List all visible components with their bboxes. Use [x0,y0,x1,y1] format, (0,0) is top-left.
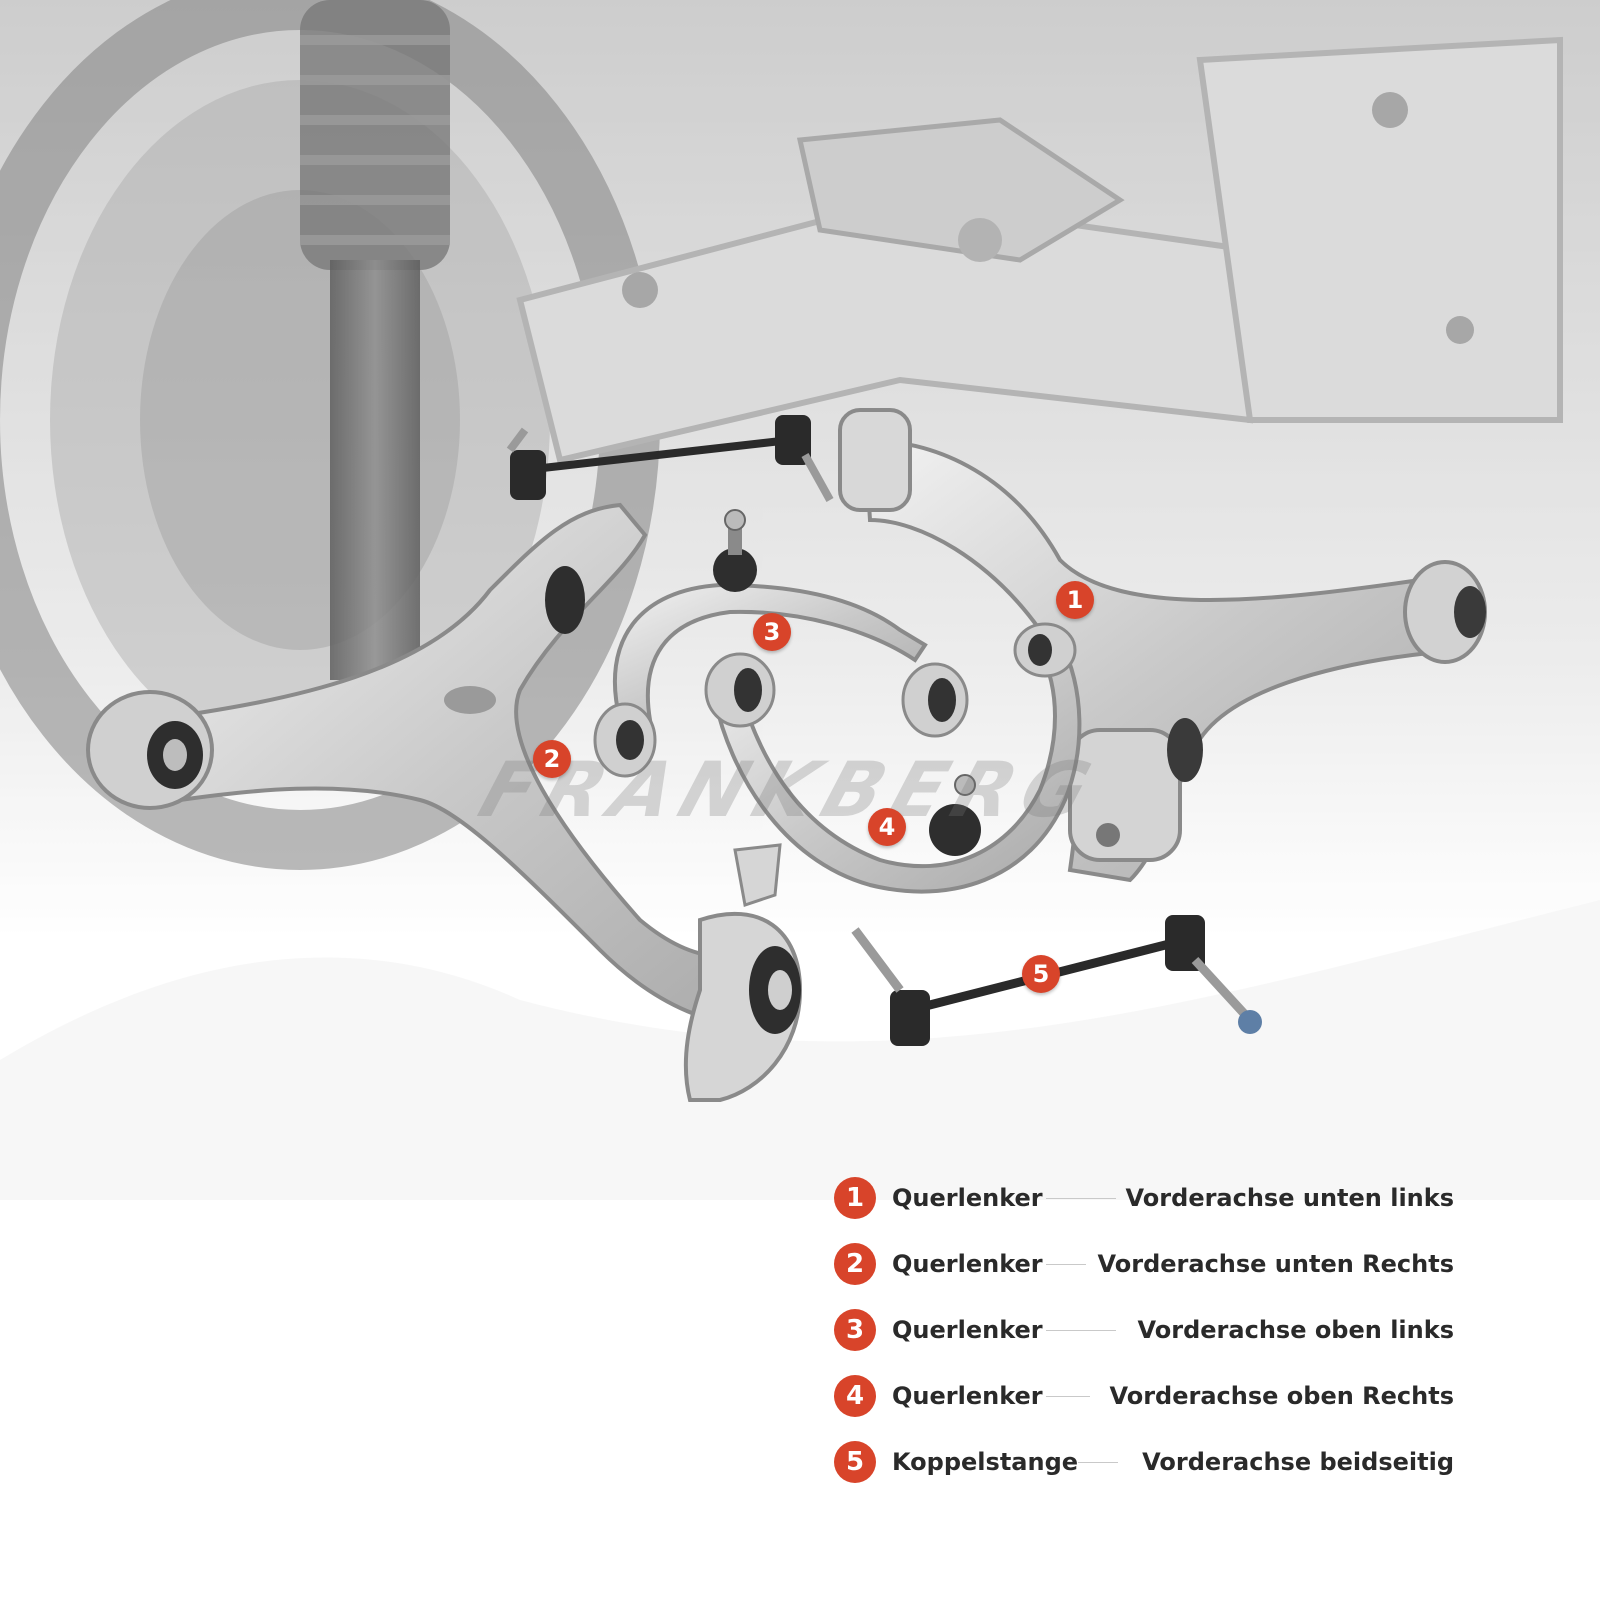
legend-part-name: Querlenker [892,1382,1043,1410]
legend-position: Vorderachse unten links [1125,1184,1454,1212]
legend-row: 1 Querlenker Vorderachse unten links [834,1177,1454,1221]
legend-connector-line [1046,1330,1116,1331]
part-marker-3: 3 [753,613,791,651]
legend-row: 4 Querlenker Vorderachse oben Rechts [834,1375,1454,1419]
part-marker-5: 5 [1022,955,1060,993]
legend-position: Vorderachse oben links [1137,1316,1454,1344]
legend-connector-line [1046,1198,1116,1199]
legend-position: Vorderachse unten Rechts [1097,1250,1455,1278]
legend-connector-line [1046,1396,1090,1397]
control-arm-upper-right [704,622,1082,894]
part-marker-1: 1 [1056,581,1094,619]
part-marker-4: 4 [868,808,906,846]
legend-row: 5 Koppelstange Vorderachse beidseitig [834,1441,1454,1485]
legend-part-name: Querlenker [892,1316,1043,1344]
legend-row: 3 Querlenker Vorderachse oben links [834,1309,1454,1353]
legend-part-name: Querlenker [892,1250,1043,1278]
legend-row: 2 Querlenker Vorderachse unten Rechts [834,1243,1454,1287]
legend-connector-line [1078,1462,1118,1463]
legend-number: 4 [834,1375,876,1417]
sway-bar-link-top [506,415,834,502]
legend-position: Vorderachse oben Rechts [1109,1382,1454,1410]
legend-connector-line [1046,1264,1086,1265]
brand-watermark: FRANKBERG [469,745,1111,834]
part-marker-2: 2 [533,740,571,778]
legend-number: 2 [834,1243,876,1285]
control-arm-upper-left [593,509,928,778]
legend-number: 1 [834,1177,876,1219]
control-arm-lower-left [838,408,1487,883]
control-arm-lower-right [86,502,803,1102]
legend-position: Vorderachse beidseitig [1142,1448,1454,1476]
legend-number: 5 [834,1441,876,1483]
legend-part-name: Querlenker [892,1184,1043,1212]
legend-number: 3 [834,1309,876,1351]
legend-part-name: Koppelstange [892,1448,1079,1476]
